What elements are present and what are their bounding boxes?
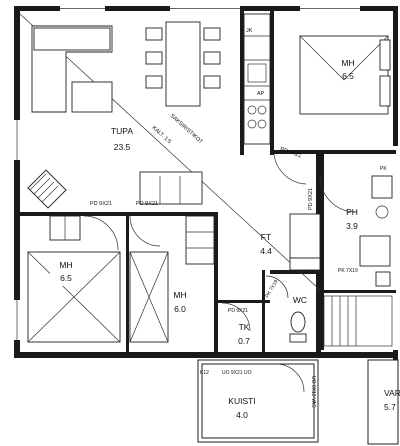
hall-bench bbox=[289, 213, 321, 271]
door-label-pd-a: PD 9X21 bbox=[90, 201, 112, 207]
door-swing-left-bedroom bbox=[83, 215, 119, 251]
room-tupa-name: TUPA bbox=[111, 126, 133, 136]
door-label-pk: PK 7X19 bbox=[338, 268, 358, 274]
door-swing-tk bbox=[221, 302, 251, 332]
bed-center bbox=[129, 251, 169, 343]
door-label-pk-side: PK bbox=[380, 166, 387, 172]
door-label-uo-side: UO 9X19 VAS bbox=[310, 376, 316, 408]
kitchen-counter bbox=[243, 13, 271, 145]
stairs bbox=[323, 295, 393, 347]
door-label-pd-c: PD 9X21 bbox=[279, 146, 302, 159]
kitchen-jk-label: JK bbox=[246, 28, 253, 34]
room-ft-name: FT bbox=[261, 232, 271, 242]
door-swing-bedroom-top bbox=[273, 153, 307, 185]
dining-table bbox=[145, 21, 221, 107]
room-ph-area: 3.9 bbox=[346, 221, 358, 231]
room-tupa-area: 23.5 bbox=[114, 142, 131, 152]
wardrobe-left bbox=[49, 215, 81, 241]
porch bbox=[197, 359, 319, 443]
door-label-k12: K12 bbox=[200, 370, 209, 376]
door-swing-wc bbox=[265, 275, 289, 299]
sofa-tupa bbox=[139, 171, 203, 205]
storage-var bbox=[367, 359, 399, 445]
room-wc-name: WC bbox=[293, 295, 307, 305]
room-ft-area: 4.4 bbox=[260, 246, 272, 256]
door-swing-center-bedroom bbox=[129, 215, 161, 247]
room-mh-left-name: MH bbox=[59, 260, 72, 270]
door-label-wc: PK 7X19 bbox=[265, 279, 280, 299]
door-label-uo: UO 9X21 UO bbox=[222, 370, 252, 376]
door-swing-porch bbox=[275, 363, 305, 393]
room-mh-top-area: 6.5 bbox=[342, 71, 354, 81]
bed-top-right bbox=[299, 35, 391, 115]
room-tk-name: TK bbox=[239, 322, 250, 332]
room-kuisti-area: 4.0 bbox=[236, 410, 248, 420]
loft-diagonal bbox=[19, 13, 321, 291]
door-label-pd-d: PD 9X21 bbox=[308, 188, 314, 210]
room-mh-center-name: MH bbox=[173, 290, 186, 300]
room-kuisti-name: KUISTI bbox=[228, 396, 255, 406]
room-tk-area: 0.7 bbox=[238, 336, 250, 346]
room-var-area: 5.7 bbox=[384, 402, 396, 412]
kitchen-ap-label: AP bbox=[257, 91, 265, 97]
wc-fixtures bbox=[289, 311, 307, 343]
room-var-name: VAR bbox=[384, 388, 400, 398]
room-ph-name: PH bbox=[346, 207, 358, 217]
interior-walls bbox=[20, 10, 396, 352]
room-mh-top-name: MH bbox=[341, 58, 354, 68]
door-label-tk: PD 9X21 bbox=[228, 308, 248, 314]
armchair bbox=[27, 169, 67, 209]
loft-scale-label: KALT. 1:5 bbox=[151, 125, 172, 145]
wardrobe-center bbox=[185, 215, 215, 265]
room-mh-center-area: 6.0 bbox=[174, 304, 186, 314]
room-mh-left-area: 6.5 bbox=[60, 273, 72, 283]
loft-label: SAKSIRISTIKOT bbox=[169, 113, 204, 146]
bathroom-fixtures bbox=[359, 175, 393, 287]
door-swing-ph bbox=[319, 175, 357, 213]
door-label-pd-b: PD 9X21 bbox=[136, 201, 158, 207]
corner-sofa bbox=[31, 25, 113, 113]
